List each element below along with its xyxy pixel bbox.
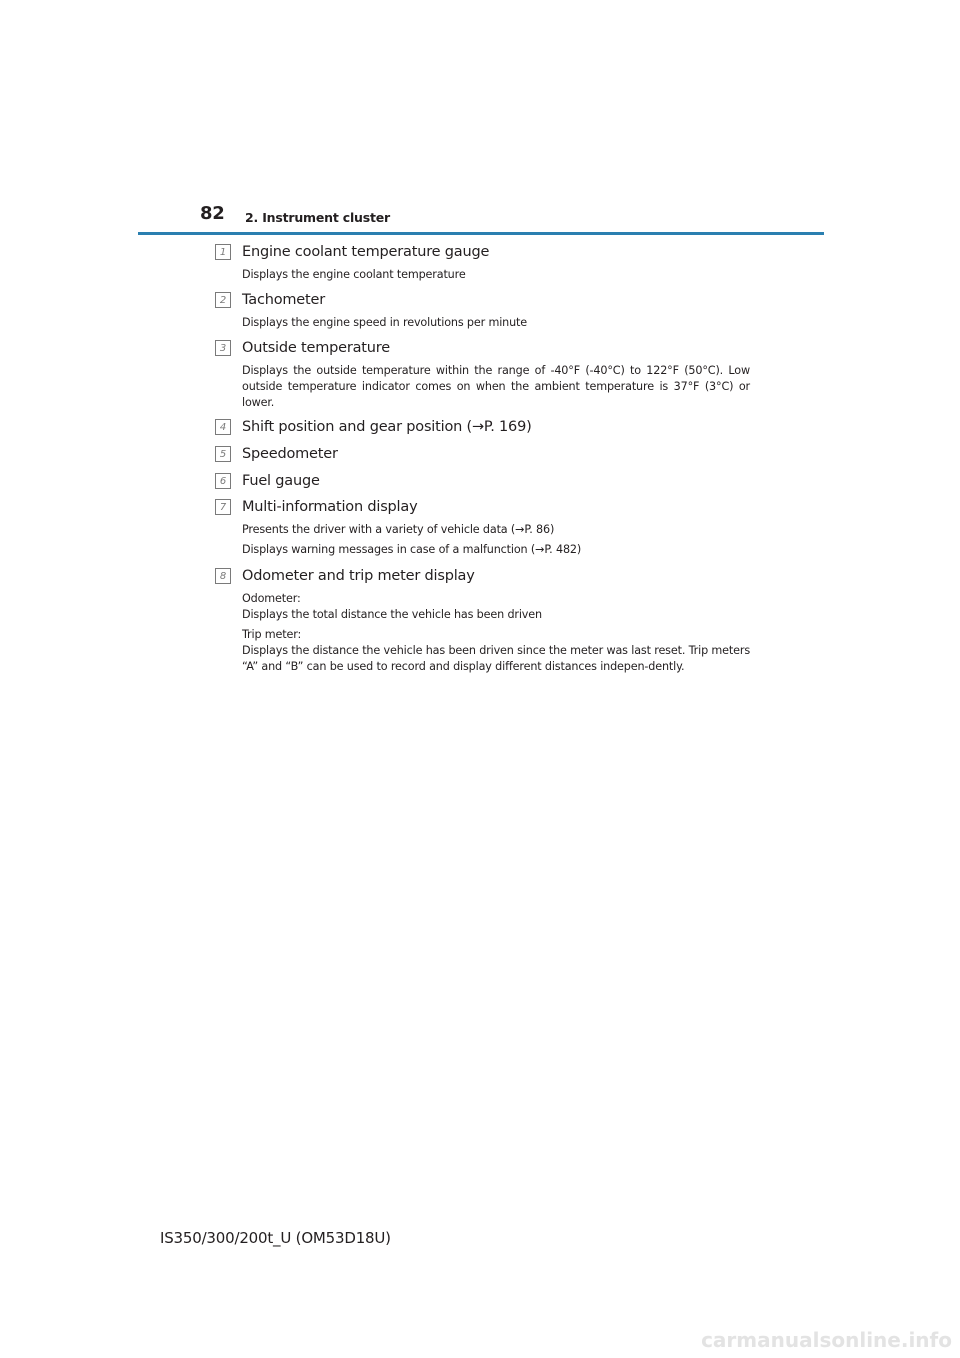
item-description: Displays the engine coolant temperature: [242, 268, 466, 281]
header-rule: [138, 232, 824, 235]
item-heading: Tachometer: [242, 292, 325, 308]
item-number-badge: 1: [215, 244, 231, 260]
watermark: carmanualsonline.info: [701, 1328, 952, 1352]
item-description: Odometer: Displays the total distance th…: [242, 592, 542, 621]
item-description: Presents the driver with a variety of ve…: [242, 523, 555, 536]
item-number-badge: 7: [215, 499, 231, 515]
item-heading: Outside temperature: [242, 340, 390, 356]
item-heading: Shift position and gear position (→P. 16…: [242, 419, 532, 435]
section-title: 2. Instrument cluster: [245, 210, 391, 225]
list-item: 6 Fuel gauge: [210, 469, 750, 495]
item-heading: Speedometer: [242, 446, 338, 462]
list-item: 4 Shift position and gear position (→P. …: [210, 415, 750, 442]
item-heading: Fuel gauge: [242, 473, 320, 489]
item-number-badge: 6: [215, 473, 231, 489]
item-number-badge: 8: [215, 568, 231, 584]
list-item: 7 Multi-information display Presents the…: [210, 495, 750, 564]
item-description: Trip meter: Displays the distance the ve…: [242, 628, 751, 673]
list-item: 5 Speedometer: [210, 442, 750, 469]
item-heading: Odometer and trip meter display: [242, 568, 475, 584]
item-number-badge: 5: [215, 446, 231, 462]
footer-model: IS350/300/200t_U (OM53D18U): [160, 1229, 391, 1247]
item-heading: Engine coolant temperature gauge: [242, 244, 490, 260]
item-number-badge: 4: [215, 419, 231, 435]
item-list: 1 Engine coolant temperature gauge Displ…: [210, 240, 750, 675]
page-number: 82: [200, 203, 225, 224]
item-description: Displays the engine speed in revolutions…: [242, 316, 528, 329]
item-number-badge: 2: [215, 292, 231, 308]
list-item: 8 Odometer and trip meter display Odomet…: [210, 564, 750, 675]
item-number-badge: 3: [215, 340, 231, 356]
list-item: 3 Outside temperature Displays the outsi…: [210, 336, 750, 415]
item-description: Displays the outside temperature within …: [242, 364, 750, 409]
item-description: Displays warning messages in case of a m…: [242, 543, 582, 556]
list-item: 2 Tachometer Displays the engine speed i…: [210, 288, 750, 336]
list-item: 1 Engine coolant temperature gauge Displ…: [210, 240, 750, 288]
item-heading: Multi-information display: [242, 499, 418, 515]
